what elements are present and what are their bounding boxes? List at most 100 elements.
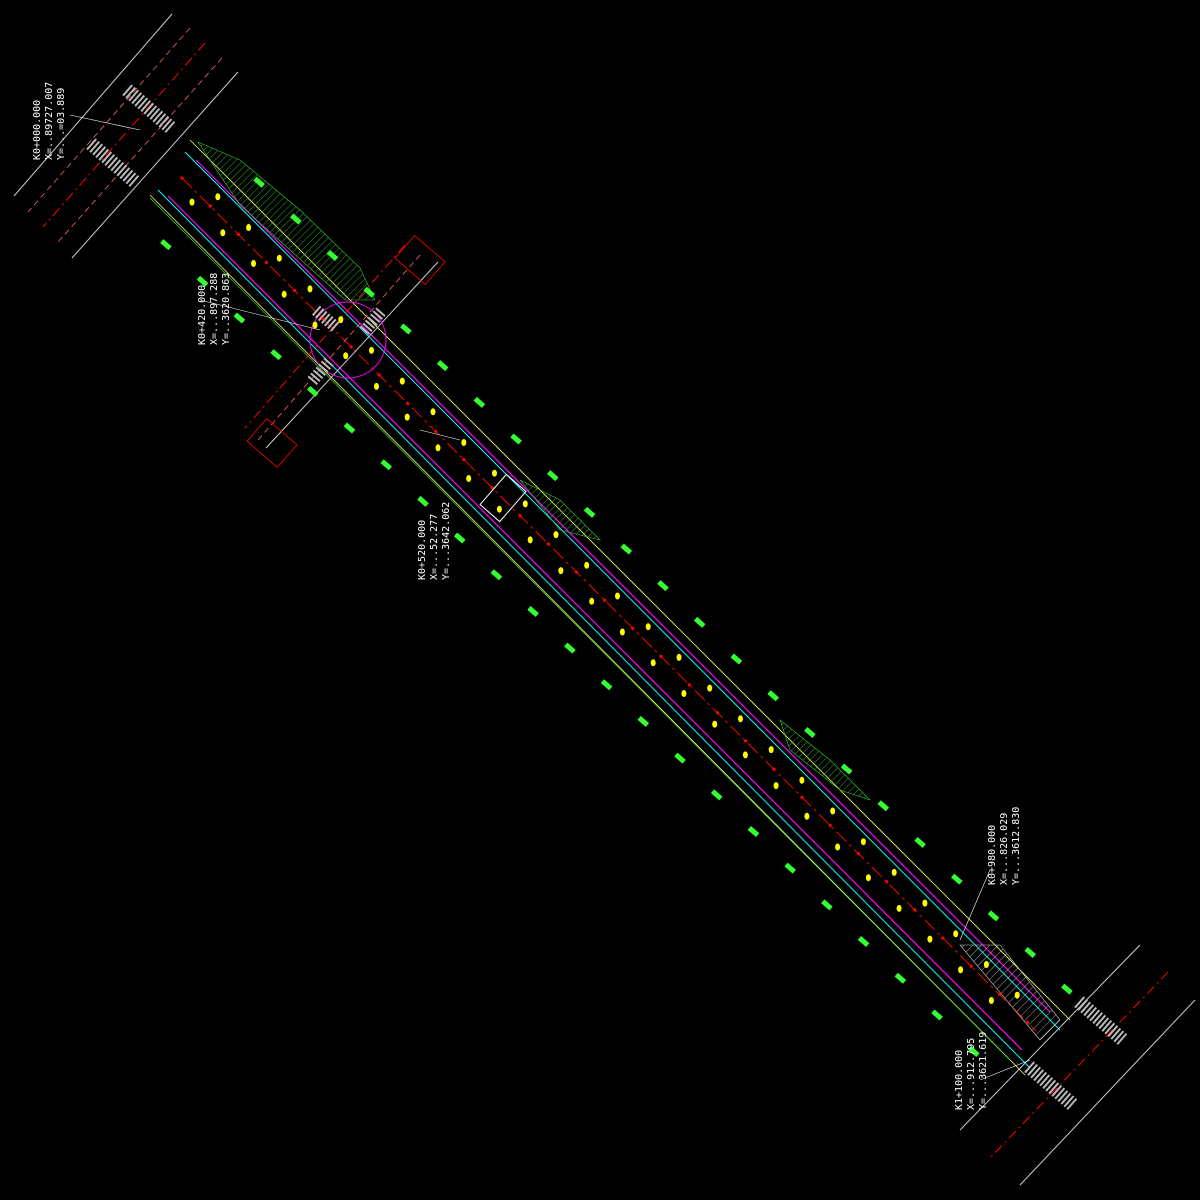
street-lamp	[369, 346, 374, 354]
street-lamp	[865, 874, 871, 882]
centerline-markers	[180, 176, 1030, 1025]
street-tree	[417, 495, 429, 507]
street-lamp	[220, 229, 226, 237]
street-tree	[564, 642, 576, 654]
street-lamp	[645, 623, 651, 631]
centerline-marker	[405, 401, 410, 405]
street-lamp	[430, 408, 436, 416]
centerline-marker	[885, 880, 889, 884]
street-lamp	[896, 904, 902, 912]
station-text: X=...897.288	[209, 273, 220, 345]
centerline-marker	[236, 232, 240, 236]
centerline-marker	[462, 457, 466, 462]
street-tree	[400, 323, 412, 335]
station-text: Y=..3620.863	[221, 273, 232, 345]
street-tree	[620, 543, 633, 555]
station-label-upper-mid: K0+420.000 X=...897.288 Y=..3620.863	[197, 273, 232, 345]
station-text: K1+100.000	[954, 1050, 965, 1110]
street-tree	[894, 972, 907, 984]
street-tree	[363, 286, 375, 298]
street-lamp	[461, 439, 467, 446]
street-lamp	[707, 684, 713, 692]
street-tree	[326, 250, 339, 262]
street-tree	[931, 1009, 943, 1021]
station-text: Y=...3612.830	[1011, 807, 1022, 885]
street-lamp	[276, 254, 282, 262]
street-lamp	[343, 352, 349, 360]
street-tree	[857, 936, 870, 948]
centerline-marker	[546, 542, 551, 546]
street-lamp	[953, 930, 959, 938]
slope-hatch-mid	[519, 479, 601, 541]
centerline-marker	[913, 908, 917, 912]
street-lamp	[891, 868, 897, 876]
street-tree	[290, 213, 302, 225]
street-tree	[674, 752, 686, 764]
station-text: Y=...3642.062	[441, 502, 452, 580]
station-label-top-left: K0+000.000 X=..89727.007 Y=...=03.889	[32, 82, 67, 160]
street-tree	[233, 312, 246, 324]
centerline-marker	[434, 429, 438, 433]
street-lamp	[615, 592, 620, 600]
street-lamp	[830, 807, 836, 815]
centerline-marker	[377, 373, 381, 377]
street-lamp	[399, 377, 405, 385]
street-lamp	[215, 193, 221, 201]
street-lamp	[374, 382, 379, 390]
street-lamp	[522, 500, 528, 508]
street-tree	[747, 826, 760, 838]
station-leaders	[69, 114, 1031, 1081]
street-tree	[710, 789, 723, 801]
centerline-marker	[828, 823, 832, 828]
street-lamp	[435, 444, 441, 452]
street-tree	[270, 349, 282, 361]
street-tree	[473, 396, 486, 408]
street-tree	[547, 470, 559, 482]
centerline-marker	[264, 260, 269, 264]
centerline-marker	[321, 317, 325, 321]
station-label-middle: K0+520.000 X=...52.277 Y=...3642.062	[417, 502, 452, 580]
street-lamp	[251, 260, 256, 267]
slope-hatch-upper	[197, 141, 376, 301]
street-lamp	[927, 935, 933, 943]
centerline-marker	[659, 654, 663, 659]
street-lamp	[983, 961, 989, 968]
centerline-marker	[800, 795, 804, 799]
crosswalk-top-left-b	[84, 137, 140, 187]
station-text: K0+980.000	[987, 825, 998, 885]
street-lamp	[404, 413, 410, 421]
crosswalk-bottom-right-a	[1072, 995, 1128, 1045]
centerline-marker	[349, 345, 353, 349]
street-tree	[877, 800, 890, 812]
centerline-marker	[631, 626, 635, 631]
street-lamp	[681, 690, 687, 697]
street-lamp	[738, 715, 743, 723]
street-tree	[600, 679, 613, 691]
street-tree	[527, 605, 539, 617]
station-text: Y=...=03.889	[56, 88, 67, 160]
street-lamp	[281, 290, 287, 298]
centerline-marker	[574, 570, 579, 574]
street-tree	[767, 690, 779, 702]
intersection-middle	[244, 234, 446, 469]
centerline-marker	[603, 598, 607, 602]
crosswalk-bottom-right-b	[1022, 1060, 1078, 1110]
street-lamp	[589, 597, 595, 605]
street-tree	[730, 653, 743, 665]
centerline-marker	[941, 936, 945, 940]
street-lamp	[804, 812, 810, 820]
cross-road-top-left	[13, 13, 239, 259]
centerline-marker	[772, 767, 776, 771]
street-lamp	[338, 316, 344, 324]
street-lamp	[558, 567, 564, 575]
street-tree	[490, 569, 503, 581]
centerline-marker	[856, 852, 861, 856]
street-lamp	[246, 224, 252, 231]
street-tree	[821, 899, 833, 911]
street-lamp	[958, 966, 964, 974]
station-text: X=..89727.007	[44, 82, 55, 160]
street-lamp	[712, 720, 718, 728]
cross-road-bottom-right	[959, 944, 1196, 1186]
